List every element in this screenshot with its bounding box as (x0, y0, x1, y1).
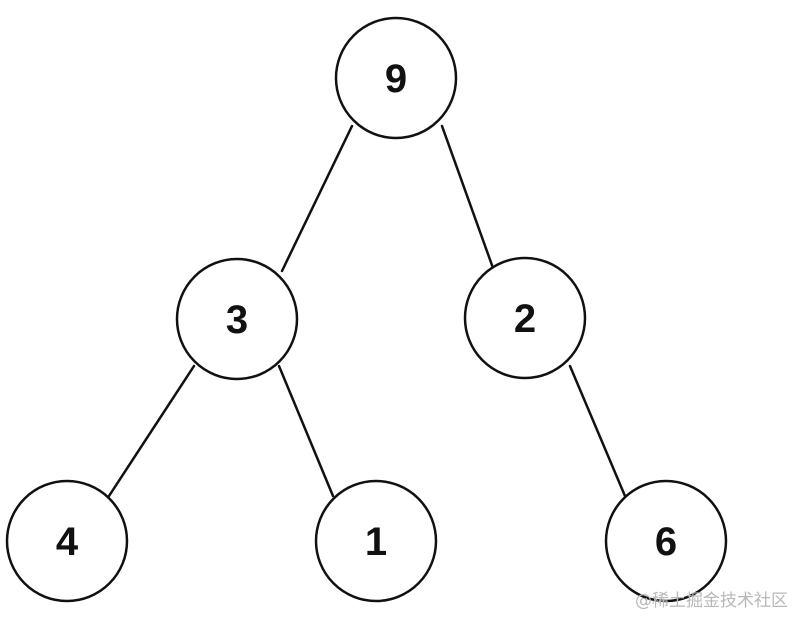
tree-node: 3 (175, 257, 299, 381)
node-circle (175, 257, 299, 381)
tree-node: 9 (334, 16, 458, 140)
node-circle (334, 16, 458, 140)
tree-node: 4 (5, 479, 129, 603)
node-label: 1 (365, 520, 387, 564)
node-label: 6 (655, 520, 677, 564)
node-label: 3 (226, 298, 248, 342)
tree-node: 2 (463, 256, 587, 380)
node-label: 2 (514, 297, 536, 341)
edges-group (107, 124, 627, 498)
tree-node: 6 (604, 479, 728, 603)
edge-3-4 (107, 364, 196, 498)
watermark-text: @稀土掘金技术社区 (635, 591, 788, 611)
edge-3-1 (277, 364, 335, 498)
nodes-group: 9 3 2 4 1 6 (5, 16, 728, 603)
node-circle (5, 479, 129, 603)
edge-9-2 (440, 124, 495, 270)
edge-2-6 (568, 364, 627, 498)
node-label: 9 (385, 57, 407, 101)
tree-node: 1 (314, 479, 438, 603)
node-label: 4 (56, 520, 79, 564)
node-circle (314, 479, 438, 603)
edge-9-3 (280, 124, 354, 273)
node-circle (604, 479, 728, 603)
node-circle (463, 256, 587, 380)
